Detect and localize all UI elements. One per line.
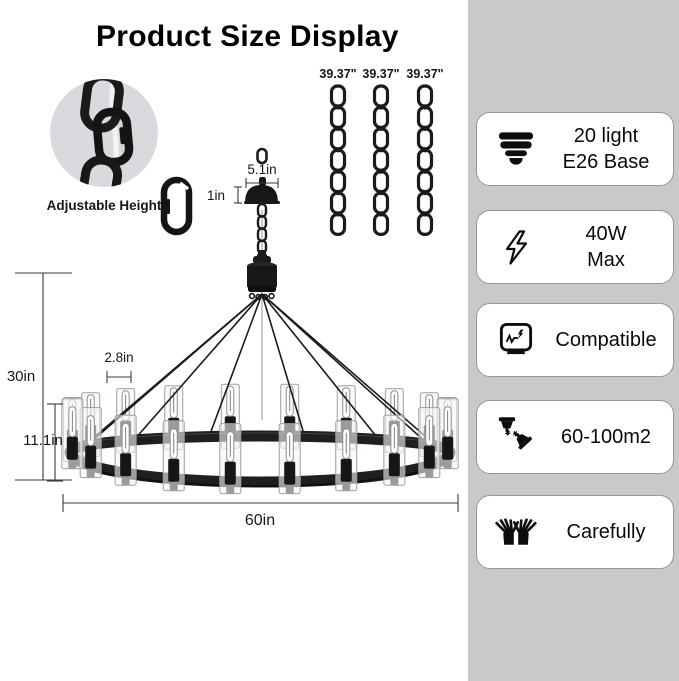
dimension-line-shade-width xyxy=(106,371,132,383)
bulb-base-icon xyxy=(487,132,545,166)
shade-width-label: 2.8in xyxy=(104,350,134,365)
glass-shade xyxy=(335,420,358,492)
hanging-chain xyxy=(372,84,390,236)
page-title: Product Size Display xyxy=(96,20,399,53)
shade-height-label: 11.1in xyxy=(23,432,63,449)
feature-card-area: 60-100m2 xyxy=(476,400,674,474)
canopy-height-label: 1in xyxy=(207,188,226,203)
hanging-chain xyxy=(329,84,347,236)
area-icon xyxy=(487,414,545,460)
dimension-lines xyxy=(15,178,459,512)
glass-shade xyxy=(436,398,459,470)
glass-shade xyxy=(278,423,301,495)
feature-text: Compatible xyxy=(555,329,657,351)
chain-length-label-2: 39.37" xyxy=(362,67,400,81)
dimension-line-fixture-height xyxy=(15,272,72,481)
adjustable-height-label: Adjustable Height xyxy=(46,198,162,213)
center-hub xyxy=(247,250,277,301)
canopy-width-label: 5.1in xyxy=(247,162,277,177)
glass-shade xyxy=(418,407,441,479)
diameter-label: 60in xyxy=(244,512,276,529)
chain-length-illustrations xyxy=(329,84,434,236)
glass-shade xyxy=(114,414,137,486)
chain-length-label-1: 39.37" xyxy=(319,67,357,81)
fixture-height-label: 30in xyxy=(6,368,36,385)
front-glass-shades xyxy=(61,398,459,495)
glass-shade xyxy=(79,407,102,479)
dimension-line-canopy-width xyxy=(245,178,279,188)
feature-card-care: Carefully xyxy=(476,495,674,569)
feature-text: Carefully xyxy=(566,521,646,543)
dimension-line-canopy-height xyxy=(234,186,242,204)
feature-card-compatible: Compatible xyxy=(476,303,674,377)
chain-length-label-3: 39.37" xyxy=(406,67,444,81)
glass-shade xyxy=(383,414,406,486)
dimension-line-shade-height xyxy=(47,403,63,482)
adjustable-height-inset-photo xyxy=(50,79,158,187)
hands-icon xyxy=(487,518,545,546)
glass-shade xyxy=(219,423,242,495)
quick-link-icon xyxy=(160,176,193,236)
dimmer-icon xyxy=(487,322,545,358)
dimension-line-diameter xyxy=(62,494,459,512)
lightning-icon xyxy=(487,229,545,265)
glass-shade xyxy=(162,420,185,492)
ceiling-canopy xyxy=(244,177,280,204)
hanging-chain xyxy=(416,84,434,236)
glass-shade xyxy=(61,398,84,470)
canopy-chain xyxy=(256,147,268,267)
feature-text: 60-100m2 xyxy=(560,426,652,448)
